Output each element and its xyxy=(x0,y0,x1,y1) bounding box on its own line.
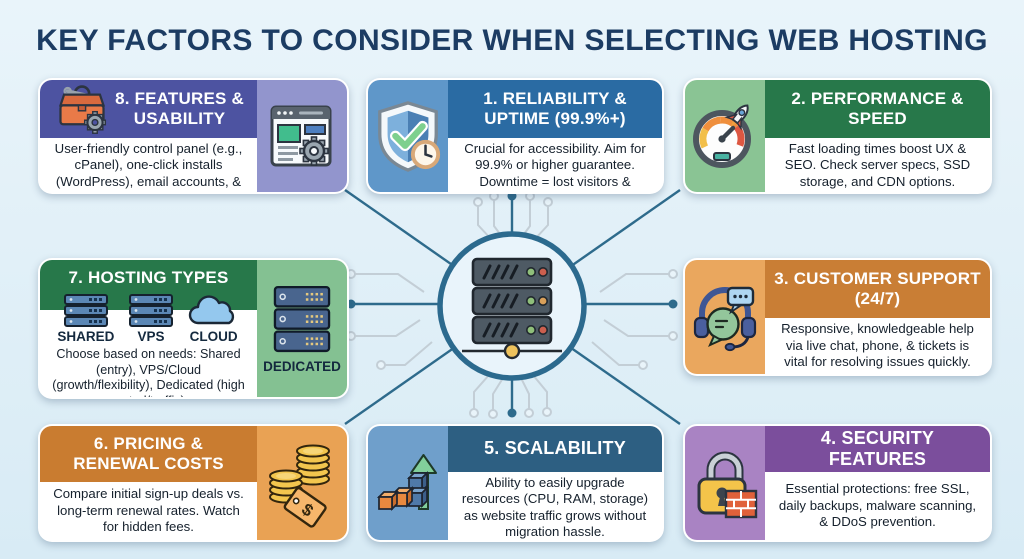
growth-cubes-arrow-icon xyxy=(377,454,437,512)
card-title: 6. PRICING & RENEWAL COSTS xyxy=(40,426,257,482)
card-security-features: 4. SECURITY FEATURES Essential protectio… xyxy=(683,424,992,542)
card-title: 5. SCALABILITY xyxy=(448,426,662,472)
clock-icon xyxy=(410,139,441,170)
card-pricing-renewal: 6. PRICING & RENEWAL COSTS Compare initi… xyxy=(38,424,349,542)
type-label-dedicated: DEDICATED xyxy=(263,358,341,374)
card-title: 1. RELIABILITY & UPTIME (99.9%+) xyxy=(448,80,662,138)
card-features-usability: 8. FEATURES & USABILITY User-friendly co… xyxy=(38,78,349,194)
server-stack-hub-icon xyxy=(437,231,587,381)
price-tag-icon: $ xyxy=(283,486,327,528)
chat-dots-bubble-icon xyxy=(726,286,755,315)
card-customer-support: 3. CUSTOMER SUPPORT (24/7) Responsive, k… xyxy=(683,258,992,376)
shield-check-clock-icon xyxy=(378,101,441,172)
card-body: Responsive, knowledgeable help via live … xyxy=(765,318,990,374)
page-title: KEY FACTORS TO CONSIDER WHEN SELECTING W… xyxy=(36,24,988,57)
card-title: 8. FEATURES & USABILITY xyxy=(115,88,244,128)
card-body: Choose based on needs: Shared (entry), V… xyxy=(40,344,257,397)
gear-icon xyxy=(299,136,329,166)
card-body: User-friendly control panel (e.g., cPane… xyxy=(40,138,257,192)
card-body: Compare initial sign-up deals vs. long-t… xyxy=(40,482,257,540)
circuit-traces xyxy=(355,200,669,410)
type-label: SHARED xyxy=(57,329,115,344)
speedometer-rocket-icon xyxy=(693,104,751,168)
firewall-brick-icon xyxy=(724,489,758,519)
headset-chat-icon xyxy=(693,286,757,352)
card-body: Ability to easily upgrade resources (CPU… xyxy=(448,472,662,540)
card-body: Essential protections: free SSL, daily b… xyxy=(765,472,990,540)
hosting-types-row: SHARED VPS xyxy=(40,294,257,344)
hosting-type-vps: VPS xyxy=(129,294,173,344)
card-title: 3. CUSTOMER SUPPORT (24/7) xyxy=(765,260,990,318)
card-body: Fast loading times boost UX & SEO. Check… xyxy=(765,138,990,192)
gear-icon xyxy=(84,110,107,134)
card-performance-speed: 2. PERFORMANCE & SPEED Fast loading time… xyxy=(683,78,992,194)
toolbox-gear-icon xyxy=(58,85,107,134)
rocket-icon xyxy=(724,104,749,131)
dedicated-server-icon xyxy=(273,285,331,352)
card-reliability-uptime: 1. RELIABILITY & UPTIME (99.9%+) Crucial… xyxy=(366,78,664,194)
card-title: 2. PERFORMANCE & SPEED xyxy=(765,80,990,138)
hosting-type-cloud: CLOUD xyxy=(188,294,240,344)
coins-price-tag-icon: $ xyxy=(269,444,330,528)
cloud-icon xyxy=(188,295,234,325)
card-scalability: 5. SCALABILITY Ability to easily upgrade… xyxy=(366,424,664,542)
chat-bubble-icon xyxy=(706,307,740,347)
card-hosting-types: 7. HOSTING TYPES xyxy=(38,258,349,399)
lock-firewall-icon xyxy=(697,451,758,519)
circuit-trace-terminals xyxy=(346,191,678,419)
shared-server-icon xyxy=(63,294,108,327)
vps-server-icon xyxy=(129,294,173,327)
type-label: CLOUD xyxy=(189,329,238,344)
browser-gear-icon xyxy=(270,105,332,167)
type-label: VPS xyxy=(137,329,165,344)
hosting-type-shared: SHARED xyxy=(57,294,114,344)
card-body: Crucial for accessibility. Aim for 99.9%… xyxy=(448,138,662,192)
card-title: 4. SECURITY FEATURES xyxy=(765,426,990,472)
